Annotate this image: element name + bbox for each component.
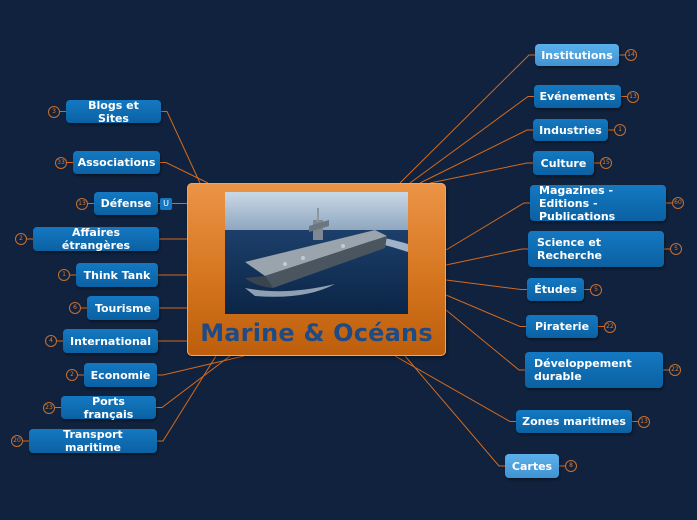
note-count-badge[interactable]: 2 xyxy=(66,369,78,381)
note-count-badge[interactable]: 13 xyxy=(627,90,639,103)
note-count-badge[interactable]: 13 xyxy=(76,197,88,210)
defense-link-icon[interactable]: U xyxy=(160,198,172,210)
branch-international[interactable]: International xyxy=(63,329,158,353)
branch-magazines[interactable]: Magazines - Editions - Publications xyxy=(530,184,666,223)
branch-culture[interactable]: Culture xyxy=(533,151,594,175)
note-count-badge[interactable]: 22 xyxy=(669,364,681,376)
branch-cartes[interactable]: Cartes xyxy=(505,454,559,478)
note-count-badge[interactable]: 6 xyxy=(69,302,81,314)
branch-evenements[interactable]: Evénements xyxy=(534,85,621,108)
note-count-badge[interactable]: 33 xyxy=(55,156,67,169)
branch-science[interactable]: Science et Recherche xyxy=(528,231,664,267)
note-count-badge[interactable]: 13 xyxy=(638,415,650,428)
branch-transport[interactable]: Transport maritime xyxy=(29,428,157,454)
branch-piraterie[interactable]: Piraterie xyxy=(526,315,598,338)
note-count-badge[interactable]: 8 xyxy=(565,460,577,472)
branch-institutions[interactable]: Institutions xyxy=(535,44,619,66)
warship-photo xyxy=(225,192,408,314)
note-count-badge[interactable]: 1 xyxy=(614,124,626,136)
central-topic-title: Marine & Océans xyxy=(200,319,433,347)
central-topic[interactable]: Marine & Océans xyxy=(187,183,446,356)
note-count-badge[interactable]: 20 xyxy=(11,435,23,447)
branch-economie[interactable]: Economie xyxy=(84,363,157,387)
branch-defense[interactable]: Défense xyxy=(94,192,158,215)
branch-industries[interactable]: Industries xyxy=(533,119,608,141)
note-count-badge[interactable]: 2 xyxy=(15,233,27,245)
note-count-badge[interactable]: 22 xyxy=(604,320,616,333)
note-count-badge[interactable]: 5 xyxy=(590,283,602,296)
branch-blogs[interactable]: Blogs et Sites xyxy=(66,99,161,125)
note-count-badge[interactable]: 1 xyxy=(58,269,70,281)
note-count-badge[interactable]: 4 xyxy=(45,335,57,347)
note-count-badge[interactable]: 15 xyxy=(600,157,612,169)
note-count-badge[interactable]: 3 xyxy=(48,105,60,118)
branch-associations[interactable]: Associations xyxy=(73,151,160,174)
branch-etudes[interactable]: Études xyxy=(527,278,584,301)
branch-ports[interactable]: Ports français xyxy=(61,395,156,421)
branch-zones[interactable]: Zones maritimes xyxy=(516,410,632,433)
branch-tourisme[interactable]: Tourisme xyxy=(87,296,159,320)
note-count-badge[interactable]: 5 xyxy=(670,243,682,255)
note-count-badge[interactable]: 60 xyxy=(672,197,684,209)
branch-affaires[interactable]: Affaires étrangères xyxy=(33,226,159,252)
branch-thinktank[interactable]: Think Tank xyxy=(76,263,158,287)
note-count-badge[interactable]: 14 xyxy=(625,49,637,61)
branch-developpement[interactable]: Développement durable xyxy=(525,352,663,388)
note-count-badge[interactable]: 23 xyxy=(43,401,55,414)
